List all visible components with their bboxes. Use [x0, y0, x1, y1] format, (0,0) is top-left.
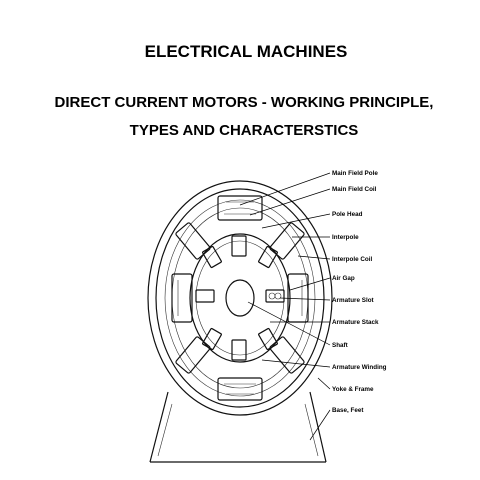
label-armature-winding: Armature Winding	[332, 364, 387, 371]
base-feet	[149, 391, 327, 463]
label-yoke-frame: Yoke & Frame	[332, 386, 374, 393]
label-shaft: Shaft	[332, 342, 349, 349]
label-interpole-coil: Interpole Coil	[332, 256, 372, 263]
label-air-gap: Air Gap	[332, 275, 355, 282]
armature-stack	[189, 233, 291, 363]
yoke-frame	[147, 180, 333, 416]
label-pole-head: Pole Head	[332, 211, 363, 218]
label-main-field-coil: Main Field Coil	[332, 186, 377, 193]
label-interpole: Interpole	[332, 234, 359, 241]
subtitle-line-1: DIRECT CURRENT MOTORS - WORKING PRINCIPL…	[54, 94, 434, 111]
label-main-field-pole: Main Field Pole	[332, 170, 378, 177]
label-base-feet: Base, Feet	[332, 407, 364, 414]
leader-lines	[239, 172, 331, 441]
label-armature-stack: Armature Stack	[332, 319, 379, 326]
label-armature-slot: Armature Slot	[332, 297, 375, 304]
shaft	[225, 279, 255, 317]
page-title: ELECTRICAL MACHINES	[144, 42, 348, 61]
callout-labels: Main Field Pole Main Field Coil Pole Hea…	[332, 170, 387, 414]
subtitle-line-2: TYPES AND CHARACTERSTICS	[129, 122, 359, 139]
